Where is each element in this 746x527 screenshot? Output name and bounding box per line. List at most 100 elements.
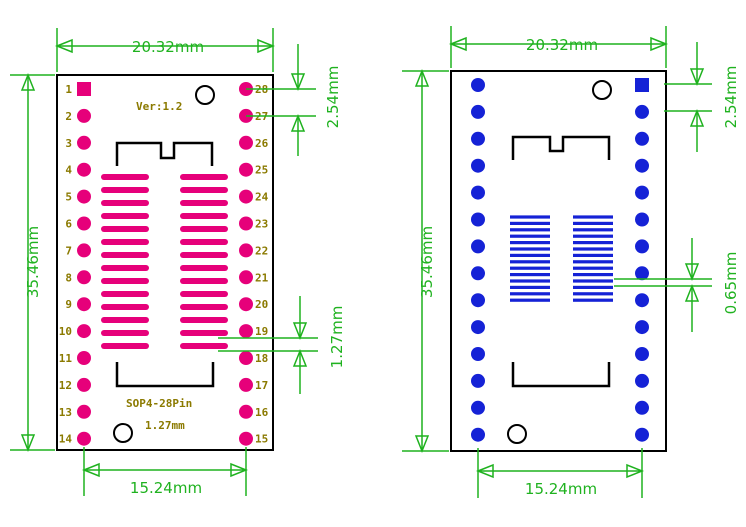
back-pad-left: [471, 347, 485, 361]
back-smd-pad-right: [573, 215, 613, 219]
front-pad-left: [77, 404, 91, 419]
front-pin-number-left: 8: [65, 271, 72, 284]
back-smd-pad-right: [573, 260, 613, 264]
back-smd-pad-left: [510, 247, 550, 251]
back-smd-pad-left: [510, 260, 550, 264]
front-pad-right: [239, 135, 253, 150]
front-pin-number-left: 5: [65, 191, 72, 204]
front-pad-left: [77, 431, 91, 446]
front-width-label: 20.32mm: [132, 38, 204, 56]
back-pad-pitch-label: 0.65mm: [722, 252, 740, 315]
front-pin-number-right: 15: [255, 433, 268, 446]
front-pad-left: [77, 351, 91, 365]
front-pad-right: [239, 216, 253, 231]
front-smd-pad-left: [101, 330, 149, 336]
back-pad-right: [635, 212, 649, 227]
front-row-arrows: [81, 462, 249, 478]
front-pin-number-left: 2: [65, 110, 72, 123]
back-pad-right: [635, 427, 649, 442]
back-pad-left: [471, 400, 485, 415]
back-smd-pad-right: [573, 298, 613, 302]
front-pin-number-right: 24: [255, 191, 269, 204]
back-row-spacing-label: 15.24mm: [525, 480, 597, 498]
back-smd-pad-right: [573, 221, 613, 225]
back-smd-pad-left: [510, 298, 550, 302]
back-smd-pad-right: [573, 279, 613, 283]
back-smd-pad-left: [510, 241, 550, 245]
back-pad-right: [635, 400, 649, 415]
back-pad-right: [635, 266, 649, 281]
back-dimensions: [402, 26, 712, 498]
back-pad-left: [471, 373, 485, 388]
front-pitch-arrows: [290, 73, 306, 132]
back-smd-pads: [510, 215, 613, 302]
back-pin-pitch-label: 2.54mm: [722, 66, 740, 129]
back-pad-right: [635, 293, 649, 308]
front-smd-pad-left: [101, 239, 149, 245]
front-chip-outline-bottom: [115, 362, 215, 388]
back-smd-pad-left: [510, 273, 550, 277]
back-pad-right: [635, 131, 649, 146]
back-smd-pad-left: [510, 234, 550, 238]
front-smd-pad-left: [101, 343, 149, 349]
front-pin-number-left: 4: [65, 164, 72, 177]
front-pin-number-right: 26: [255, 137, 269, 150]
front-smd-pad-left: [101, 317, 149, 323]
front-pad-left: [77, 297, 91, 312]
back-board-outline: [450, 70, 667, 452]
back-pad-right: [635, 104, 649, 119]
front-pad-left: [77, 216, 91, 231]
front-mount-hole-top: [195, 85, 215, 105]
front-smd-pad-left: [101, 252, 149, 258]
front-pin-number-left: 12: [59, 379, 72, 392]
back-row-arrows: [475, 463, 645, 479]
back-pad-left: [471, 131, 485, 146]
front-smd-pad-right: [180, 343, 228, 349]
front-smd-pad-left: [101, 226, 149, 232]
front-chip-outline-top: [115, 141, 214, 166]
back-pad-left: [471, 185, 485, 200]
front-smd-pad-left: [101, 187, 149, 193]
front-pin-number-left: 11: [59, 352, 73, 365]
back-smd-pad-left: [510, 279, 550, 283]
back-pad-right: [635, 320, 649, 335]
front-smd-pad-left: [101, 200, 149, 206]
back-pad-left: [471, 78, 485, 92]
back-height-label: 35.46mm: [418, 226, 436, 298]
back-pad-left: [471, 158, 485, 173]
back-pad-left: [471, 320, 485, 335]
front-pad-right: [239, 162, 253, 177]
back-pad-left: [471, 266, 485, 281]
front-dimension-labels: 20.32mm 35.46mm 2.54mm 1.27mm 15.24mm: [24, 38, 346, 497]
back-smd-pad-right: [573, 253, 613, 257]
back-smd-pad-right: [573, 292, 613, 296]
front-pad-left: [77, 324, 91, 339]
front-board-outline: [56, 74, 274, 451]
front-pad-pin1-square: [77, 82, 91, 96]
back-smd-pad-right: [573, 241, 613, 245]
back-pad-right: [635, 239, 649, 254]
front-pad-left: [77, 135, 91, 150]
front-pad-right: [239, 297, 253, 312]
front-width-arrows: [54, 38, 276, 54]
front-height-arrows: [20, 72, 36, 453]
front-pad-right: [239, 351, 253, 365]
back-smd-pad-left: [510, 253, 550, 257]
front-pin-number-left: 13: [59, 406, 72, 419]
back-pad-left: [471, 427, 485, 442]
front-pin-number-right: 19: [255, 325, 268, 338]
back-pad-left: [471, 293, 485, 308]
front-dip-pads: [77, 82, 253, 446]
front-pin-number-left: 3: [65, 137, 72, 150]
back-smd-pad-left: [510, 285, 550, 289]
back-pad-right: [635, 373, 649, 388]
back-dip-pads: [471, 78, 649, 442]
front-pad-left: [77, 243, 91, 258]
front-smd-pad-right: [180, 187, 228, 193]
front-smd-pad-left: [101, 174, 149, 180]
front-pin-number-right: 25: [255, 164, 268, 177]
front-pin-number-left: 1: [65, 83, 72, 96]
back-pad-right: [635, 347, 649, 361]
